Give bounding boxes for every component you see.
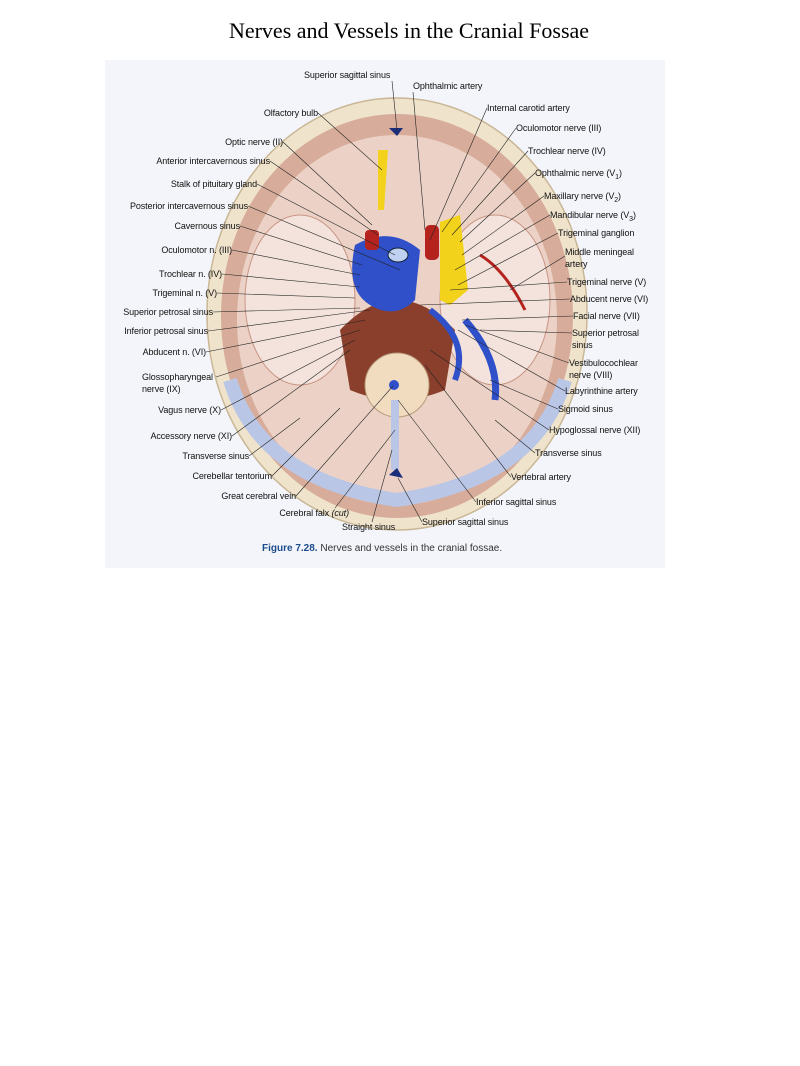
label-line-2: nerve (IX): [142, 384, 181, 394]
label-internal-carotid-artery: Internal carotid artery: [487, 103, 570, 113]
t: ): [618, 191, 621, 201]
caption-number: Figure 7.28.: [262, 543, 318, 554]
label-great-cerebral-vein: Great cerebral vein: [221, 491, 296, 501]
label-olfactory-bulb: Olfactory bulb: [263, 108, 318, 118]
label-trochlear-n: Trochlear n. (IV): [159, 269, 222, 279]
label-abducent-nerve: Abducent nerve (VI): [570, 294, 649, 304]
label-vertebral-artery: Vertebral artery: [511, 472, 571, 482]
label-line-2: nerve (VIII): [569, 370, 613, 380]
sigmoid-sinus-right: [462, 317, 500, 401]
label-oculomotor-nerve: Oculomotor nerve (III): [516, 123, 602, 133]
label-optic-nerve: Optic nerve (II): [225, 137, 283, 147]
label-middle-meningeal-artery: Middle meningeal artery: [565, 246, 634, 270]
leader-lines: [205, 80, 574, 523]
olfactory-bulb-shape: [378, 150, 388, 210]
label-facial-nerve: Facial nerve (VII): [573, 311, 640, 321]
label-trigeminal-n: Trigeminal n. (V): [152, 288, 218, 298]
caption-text: Nerves and vessels in the cranial fossae…: [317, 543, 503, 554]
label-abducent-n: Abducent n. (VI): [142, 347, 207, 357]
label-maxillary-nerve: Maxillary nerve (V2): [544, 190, 621, 207]
label-line-1: Vestibulocochlear: [569, 358, 638, 368]
label-labyrinthine-artery: Labyrinthine artery: [565, 386, 638, 396]
label-straight-sinus: Straight sinus: [342, 522, 396, 532]
label-trigeminal-ganglion: Trigeminal ganglion: [558, 228, 635, 238]
label-superior-sagittal-sinus-bottom: Superior sagittal sinus: [422, 517, 509, 527]
transverse-sinus-shape: [223, 377, 572, 508]
label-cavernous-sinus: Cavernous sinus: [174, 221, 240, 231]
label-cerebral-falx: Cerebral falx (cut): [279, 507, 349, 519]
label-line-2: sinus: [572, 340, 593, 350]
t: ): [632, 210, 636, 220]
label-posterior-intercavernous-sinus: Posterior intercavernous sinus: [129, 201, 248, 211]
sub: 1: [615, 173, 619, 181]
page-title: Nerves and Vessels in the Cranial Fossae: [228, 18, 590, 43]
sub: 3: [629, 215, 633, 223]
label-inferior-sagittal-sinus: Inferior sagittal sinus: [476, 497, 557, 507]
label-inferior-petrosal-sinus: Inferior petrosal sinus: [124, 326, 208, 336]
t: Maxillary nerve (V: [544, 191, 615, 201]
label-trigeminal-nerve: Trigeminal nerve (V): [567, 277, 647, 287]
label-accessory-nerve: Accessory nerve (XI): [150, 431, 232, 441]
figure-caption: Figure 7.28. Nerves and vessels in the c…: [262, 543, 502, 554]
label-line-1: Superior petrosal: [572, 328, 639, 338]
label-mandibular-nerve: Mandibular nerve (V3): [550, 209, 636, 226]
left-carotid-shape: [365, 230, 379, 250]
superior-sagittal-sinus-posterior: [389, 468, 403, 478]
label-hypoglossal-nerve: Hypoglossal nerve (XII): [549, 425, 641, 435]
label-cerebellar-tentorium: Cerebellar tentorium: [192, 471, 272, 481]
label-line-1: Middle meningeal: [565, 247, 634, 257]
label-anterior-intercavernous-sinus: Anterior intercavernous sinus: [156, 156, 270, 166]
label-transverse-sinus-left: Transverse sinus: [182, 451, 249, 461]
label-ophthalmic-artery: Ophthalmic artery: [413, 81, 483, 91]
label-glossopharyngeal-nerve: Glossopharyngeal nerve (IX): [142, 371, 213, 395]
label-text: Cerebral falx: [279, 508, 330, 518]
label-line-2: artery: [565, 259, 588, 269]
middle-meningeal-artery-shape: [479, 253, 527, 311]
label-sigmoid-sinus: Sigmoid sinus: [558, 404, 613, 414]
label-vagus-nerve: Vagus nerve (X): [158, 405, 221, 415]
label-stalk-of-pituitary-gland: Stalk of pituitary gland: [170, 179, 257, 189]
left-middle-fossa: [244, 214, 356, 386]
t: Ophthalmic nerve (V: [535, 168, 616, 178]
label-trochlear-nerve: Trochlear nerve (IV): [528, 146, 606, 156]
label-ophthalmic-nerve: Ophthalmic nerve (V1): [535, 167, 622, 184]
label-oculomotor-n: Oculomotor n. (III): [161, 245, 232, 255]
label-line-1: Glossopharyngeal: [142, 372, 213, 382]
t: Mandibular nerve (V: [550, 210, 630, 220]
sigmoid-sinus-shape: [428, 307, 463, 382]
right-carotid-shape: [425, 225, 439, 260]
trigeminal-ganglion-shape: [440, 215, 468, 305]
superior-sagittal-sinus-anterior: [389, 128, 403, 136]
label-transverse-sinus-right: Transverse sinus: [535, 448, 602, 458]
label-cut: (cut): [331, 508, 349, 518]
pituitary-stalk-shape: [387, 247, 409, 263]
t: ): [618, 168, 622, 178]
sub: 2: [614, 196, 619, 204]
label-superior-sagittal-sinus-top: Superior sagittal sinus: [304, 70, 391, 80]
label-superior-petrosal-sinus-left: Superior petrosal sinus: [123, 307, 213, 317]
label-superior-petrosal-sinus-right: Superior petrosal sinus: [572, 327, 639, 351]
label-vestibulocochlear-nerve: Vestibulocochlear nerve (VIII): [569, 357, 638, 381]
